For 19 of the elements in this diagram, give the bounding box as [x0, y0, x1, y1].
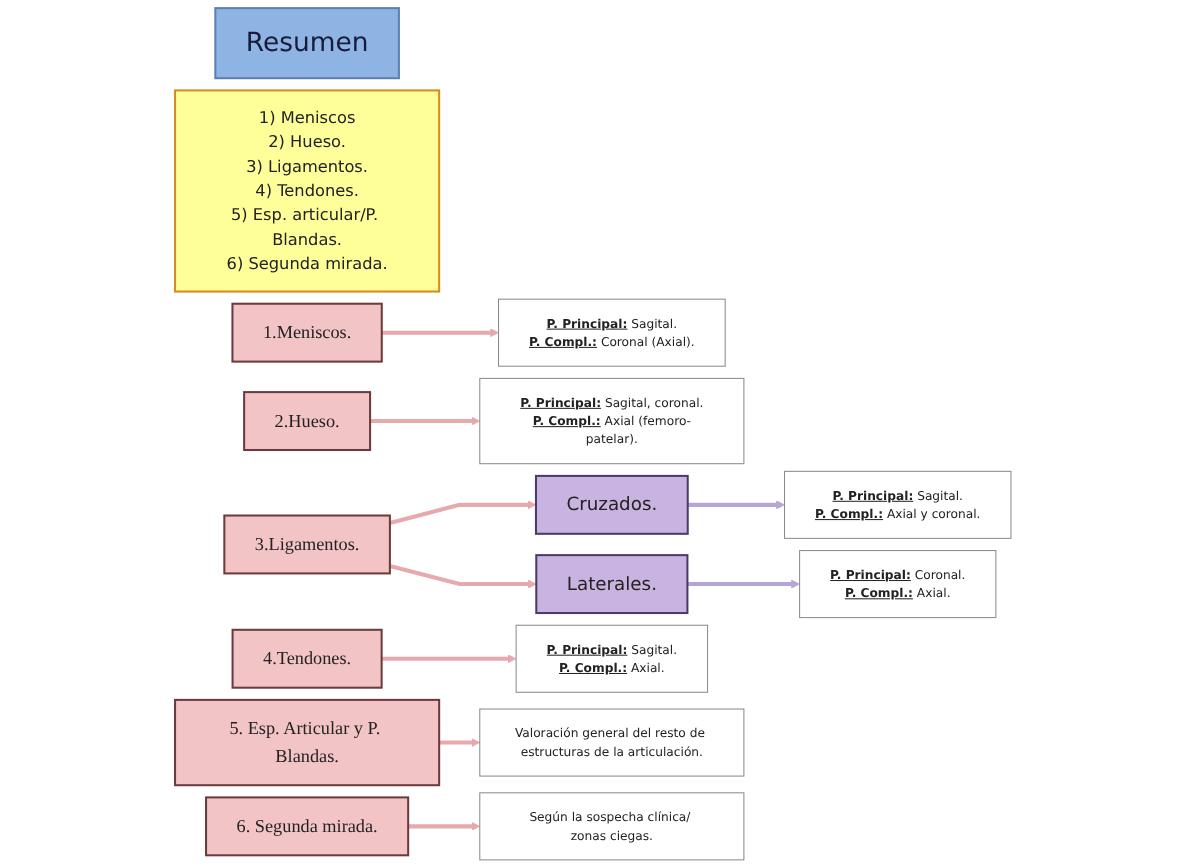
- arrow: [687, 500, 785, 510]
- arrow: [687, 579, 801, 589]
- arrow: [439, 738, 481, 747]
- node-box: Resumen: [214, 7, 400, 80]
- node-box: 4.Tendones.: [231, 628, 383, 689]
- node-box: Laterales.: [535, 554, 689, 615]
- arrow: [408, 821, 481, 831]
- node-box: 2.Hueso.: [243, 391, 372, 451]
- arrow: [381, 328, 499, 338]
- arrow: [381, 654, 517, 664]
- node-box: 1.Meniscos.: [231, 302, 383, 363]
- arrow: [389, 564, 537, 589]
- node-box: 1) Meniscos 2) Hueso. 3) Ligamentos. 4) Tendones. 5) Esp. articular/P. Blandas. 6) Segunda mirada.: [174, 89, 441, 293]
- arrow: [370, 416, 481, 426]
- node-box: 5. Esp. Articular y P. Blandas.: [174, 698, 441, 787]
- node-box: Cruzados.: [534, 474, 689, 535]
- node-box: 6. Segunda mirada.: [205, 796, 410, 857]
- node-box: 3.Ligamentos.: [223, 514, 391, 575]
- arrow: [389, 500, 537, 525]
